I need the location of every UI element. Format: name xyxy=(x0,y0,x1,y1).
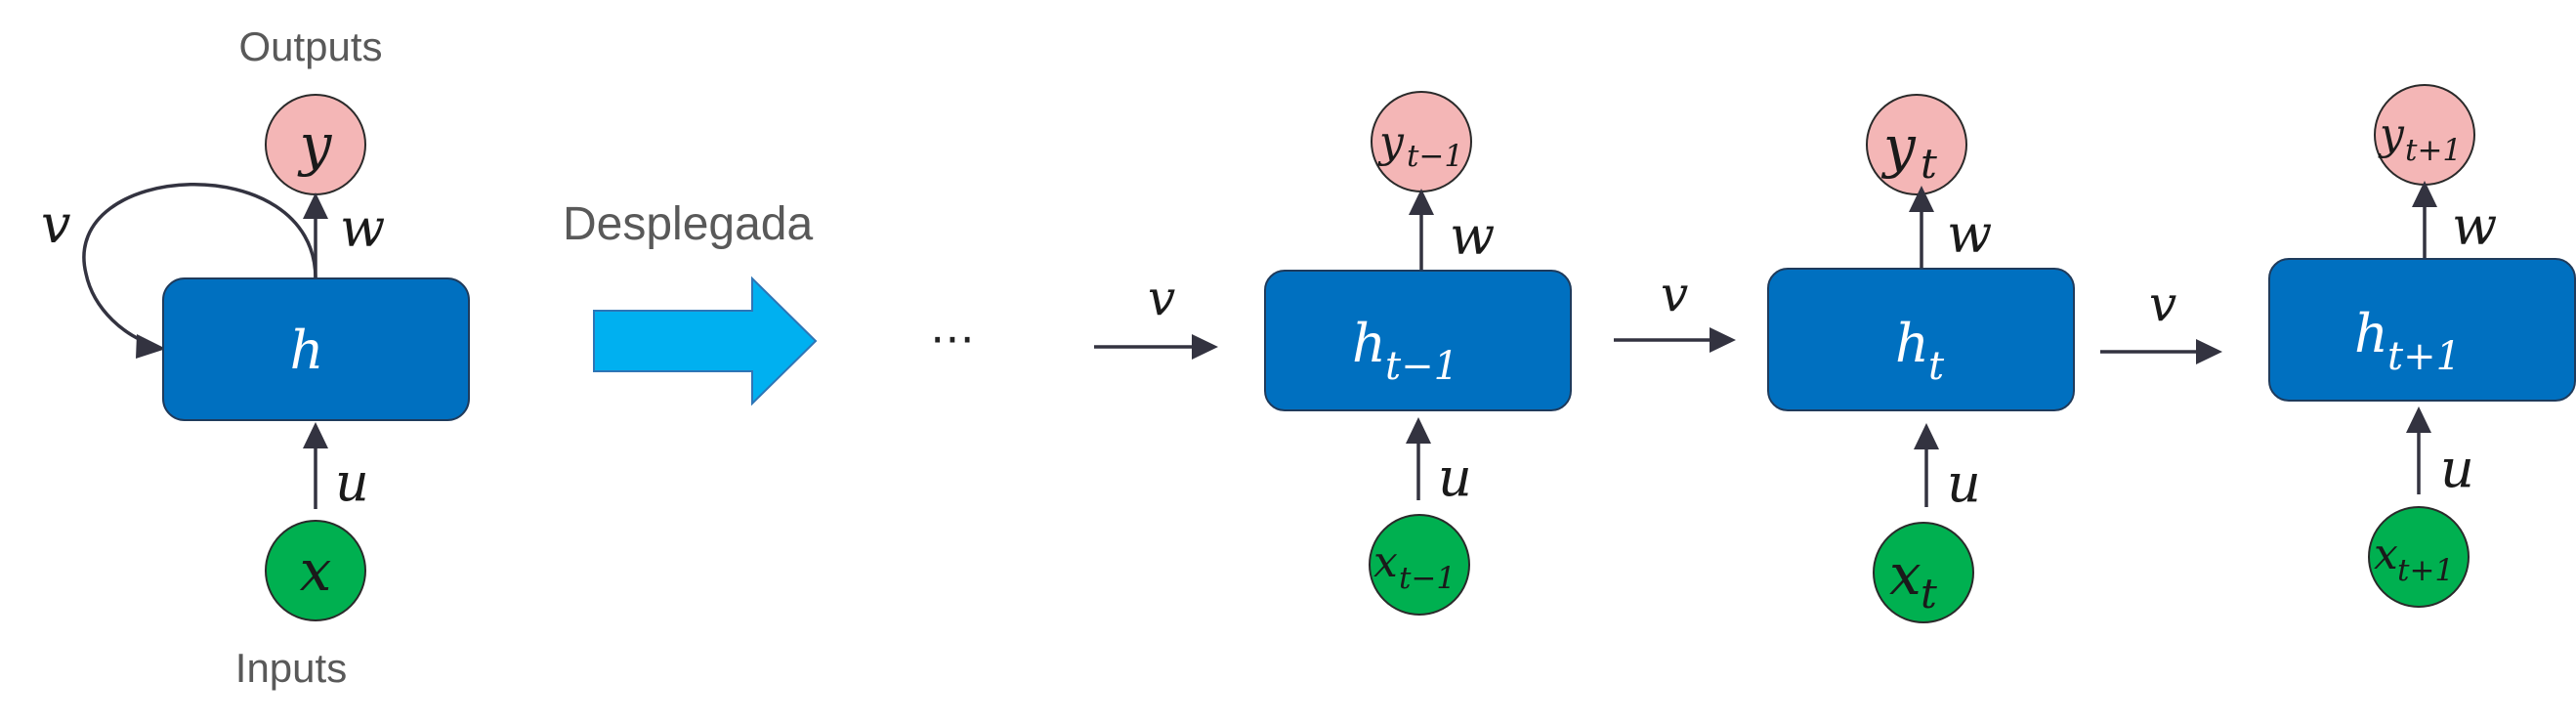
step1-w-arrowhead xyxy=(1409,189,1434,215)
step2-v-arrowhead xyxy=(1710,327,1736,353)
step3-v-label: v xyxy=(2149,276,2176,332)
folded-input-node xyxy=(265,520,366,621)
step3-u-label: u xyxy=(2440,438,2474,499)
step3-output-base: y xyxy=(2378,109,2405,159)
step3-hidden-base: h xyxy=(2354,303,2388,364)
unfold-arrow-icon xyxy=(593,276,818,406)
step1-hidden-sub: t−1 xyxy=(1385,344,1458,389)
step1-w-label: w xyxy=(1450,205,1495,267)
step1-v-arrowhead xyxy=(1192,334,1218,360)
inputs-label: Inputs xyxy=(235,645,347,691)
ellipsis: ⋯ xyxy=(930,312,975,364)
unfold-section: Desplegada xyxy=(563,198,818,406)
step2-hidden-base: h xyxy=(1895,313,1929,374)
step1-input-base: x xyxy=(1373,537,1398,587)
unfolded-step-t: v y t w h t u x t xyxy=(1614,94,2075,623)
step1-u-arrowhead xyxy=(1406,417,1431,444)
step2-input-node xyxy=(1873,522,1974,623)
folded-output-label: y xyxy=(297,111,333,178)
step3-hidden-sub: t+1 xyxy=(2387,334,2461,379)
folded-v-label: v xyxy=(41,193,71,255)
step1-output-sub: t−1 xyxy=(1407,139,1463,174)
step1-u-label: u xyxy=(1438,447,1472,508)
step2-w-arrowhead xyxy=(1909,186,1934,212)
unfolded-step-t-plus-1: v y t+1 w h t+1 u x t+1 xyxy=(2100,84,2576,608)
step3-w-arrowhead xyxy=(2412,181,2437,207)
step2-input-sub: t xyxy=(1921,570,1937,618)
step2-w-label: w xyxy=(1947,203,1992,265)
step2-output-base: y xyxy=(1880,113,1917,180)
step3-output-sub: t+1 xyxy=(2405,133,2462,168)
step3-hidden-box xyxy=(2268,258,2576,402)
step3-w-label: w xyxy=(2452,195,2497,257)
step2-output-sub: t xyxy=(1921,140,1937,188)
step1-output-base: y xyxy=(1377,117,1405,167)
step3-input-base: x xyxy=(2374,530,2398,579)
step3-u-arrowhead xyxy=(2406,406,2431,433)
outputs-label: Outputs xyxy=(238,23,382,69)
folded-u-arrowhead xyxy=(303,422,328,448)
unfolded-label: Desplegada xyxy=(563,198,814,250)
step1-input-node xyxy=(1369,514,1470,616)
step1-v-label: v xyxy=(1148,270,1175,326)
folded-v-arrowhead xyxy=(136,334,166,359)
step3-v-arrowhead xyxy=(2196,339,2222,364)
folded-hidden-label: h xyxy=(290,319,324,381)
step2-u-arrowhead xyxy=(1914,423,1939,449)
folded-w-arrowhead xyxy=(303,192,328,219)
step1-hidden-box xyxy=(1264,270,1572,411)
folded-hidden-box xyxy=(162,277,470,421)
step2-input-base: x xyxy=(1889,541,1921,608)
step2-v-label: v xyxy=(1661,266,1688,322)
step2-u-label: u xyxy=(1947,452,1981,514)
step2-hidden-box xyxy=(1767,268,2075,411)
folded-u-label: u xyxy=(335,451,369,513)
folded-v-loop xyxy=(82,183,317,346)
folded-w-label: w xyxy=(340,197,385,259)
unfolded-step-t-minus-1: v y t−1 w h t−1 u x t−1 xyxy=(1094,91,1572,616)
step1-hidden-base: h xyxy=(1352,313,1386,374)
step1-input-sub: t−1 xyxy=(1399,561,1456,596)
step3-input-sub: t+1 xyxy=(2397,553,2454,588)
step2-output-node xyxy=(1866,94,1967,195)
folded-input-label: x xyxy=(300,537,332,604)
folded-rnn: Outputs y w v h u x Inputs xyxy=(41,23,470,691)
step2-hidden-sub: t xyxy=(1928,344,1945,389)
step3-input-node xyxy=(2368,506,2470,608)
